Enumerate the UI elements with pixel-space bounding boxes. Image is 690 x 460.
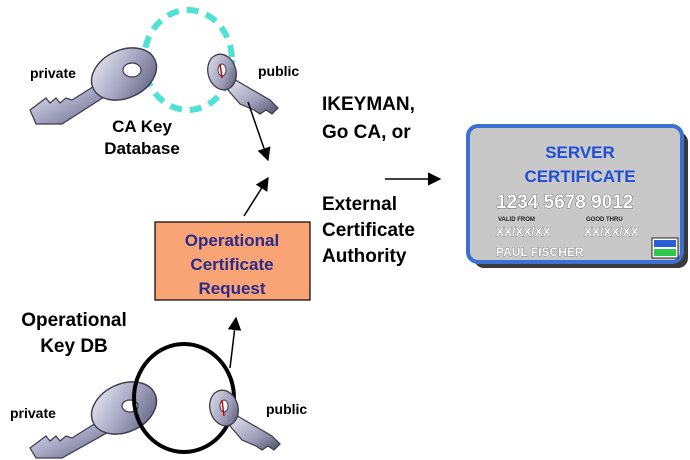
authority-line4: Certificate xyxy=(322,220,415,241)
authority-line2: Go CA, or xyxy=(322,122,411,143)
authority-line5: Authority xyxy=(322,246,407,267)
ca-public-label: public xyxy=(258,63,299,79)
ca-db-label-line1: CA Key xyxy=(112,117,172,136)
ops-db-label-line2: Key DB xyxy=(40,336,108,357)
good-thru-label: GOOD THRU xyxy=(586,217,623,223)
authority-line1: IKEYMAN, xyxy=(322,94,415,115)
arrow-request-to-authority xyxy=(243,176,269,217)
good-thru-value: XX/XX/XX xyxy=(584,225,639,239)
certificate-title-line2: CERTIFICATE xyxy=(524,167,635,186)
ops-db-label-line1: Operational xyxy=(21,310,127,331)
certificate-request-rect xyxy=(154,221,311,301)
request-line2: Certificate xyxy=(190,255,273,274)
certificate-title-line1: SERVER xyxy=(545,143,615,162)
authority-text-block: IKEYMAN, Go CA, or External Certificate … xyxy=(322,94,415,267)
valid-from-label: VALID FROM xyxy=(498,217,535,223)
ca-key-group: private public CA Key Database xyxy=(29,7,299,158)
arrow-ca-to-authority xyxy=(247,101,271,162)
ops-public-label: public xyxy=(266,401,307,417)
authority-line3: External xyxy=(322,194,397,215)
certificate-holder-name: PAUL FISCHER xyxy=(496,245,584,259)
certificate-number: 1234 5678 9012 xyxy=(496,192,633,213)
certificate-request-box: Operational Certificate Request xyxy=(154,221,311,301)
ops-private-label: private xyxy=(10,405,56,421)
certificate-card-body xyxy=(466,124,684,264)
ca-private-key-icon xyxy=(29,47,158,125)
ca-db-label-line2: Database xyxy=(104,139,180,158)
arrow-opsdb-to-request xyxy=(227,316,242,369)
card-hologram-icon xyxy=(651,237,679,259)
ops-key-group: Operational Key DB private public xyxy=(10,310,307,459)
ca-public-key-icon xyxy=(207,53,279,115)
ops-public-key-icon xyxy=(209,389,281,451)
ca-private-label: private xyxy=(30,65,76,81)
request-line1: Operational xyxy=(185,231,279,250)
request-line3: Request xyxy=(198,279,265,298)
valid-from-value: XX/XX/XX xyxy=(496,225,551,239)
server-certificate-card: SERVER CERTIFICATE 1234 5678 9012 VALID … xyxy=(466,124,688,268)
